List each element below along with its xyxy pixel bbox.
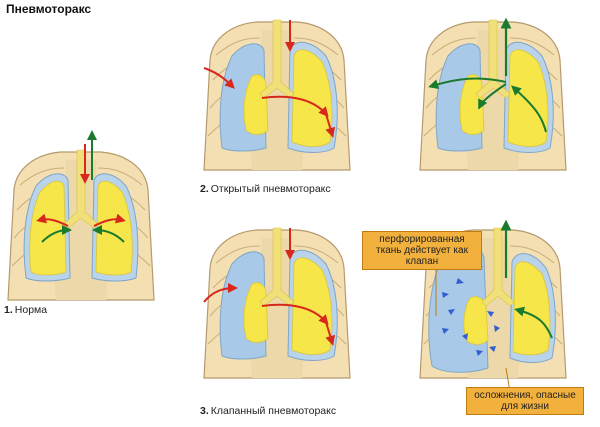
- complications-note: осложнения, опасные для жизни: [466, 387, 584, 415]
- caption-open: 2.Открытый пневмоторакс: [200, 183, 331, 195]
- caption-normal: 1.Норма: [4, 304, 48, 316]
- panel-valve-exhale: [419, 219, 567, 379]
- panel-valve-inhale: [203, 227, 351, 379]
- panel-open-inhale: [203, 19, 351, 171]
- valve-arrows: [442, 264, 500, 356]
- panel-open-exhale: [419, 17, 567, 171]
- caption-valve: 3.Клапанный пневмоторакс: [200, 405, 337, 417]
- page-title: Пневмоторакс: [6, 2, 92, 16]
- panel-normal: [7, 130, 155, 301]
- valve-tissue-note: перфорированная ткань действует как клап…: [362, 231, 482, 270]
